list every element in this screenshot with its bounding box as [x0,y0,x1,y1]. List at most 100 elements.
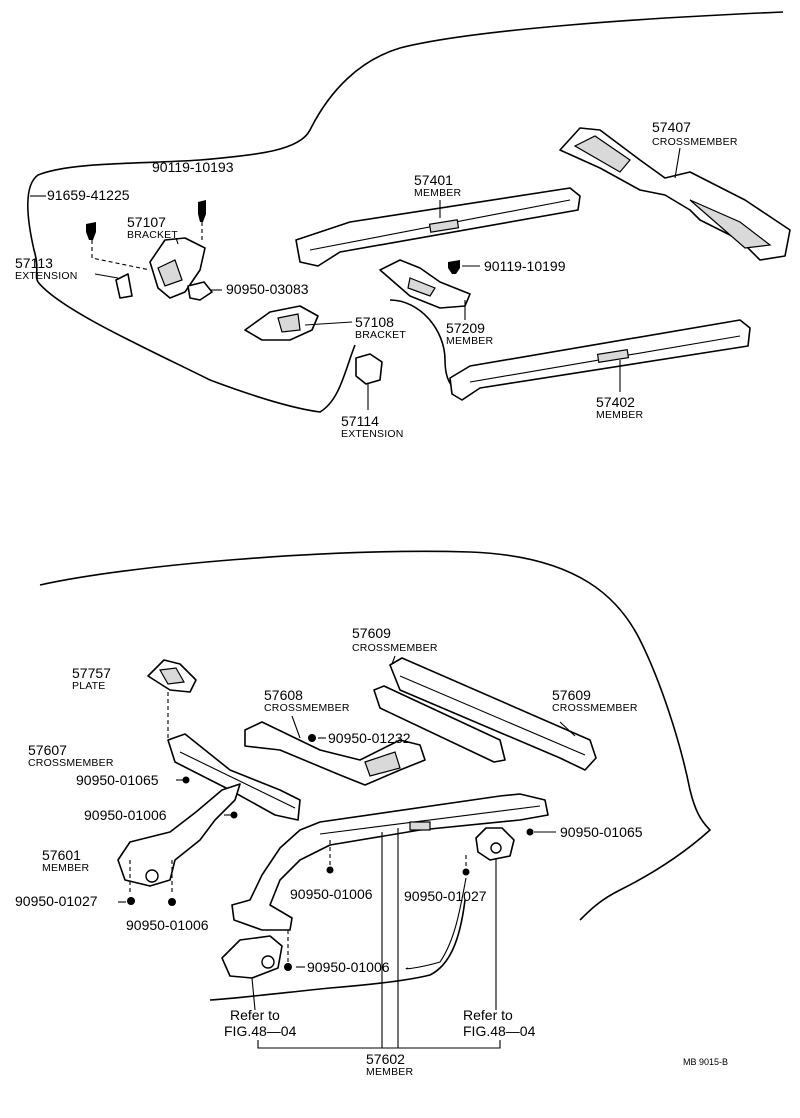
svg-text:90950-01006: 90950-01006 [290,886,373,902]
wheel-arch-bottom [209,899,466,1001]
label-57108: 57108 BRACKET [355,314,406,341]
nut-90950-01027-right-icon [462,868,470,876]
crossmember-57407-drawing [559,127,791,261]
label-90950-01006-left: 90950-01006 [126,917,209,933]
svg-text:57601: 57601 [42,847,81,863]
label-57113: 57113 EXTENSION [15,255,77,282]
nut-90950-01065-right-icon [526,828,534,836]
nut-90950-01006-left-icon [168,898,176,906]
mount-right-drawing [475,827,515,861]
svg-text:90950-01027: 90950-01027 [404,888,487,904]
wheel-arch-top [389,299,453,387]
label-90950-03083: 90950-03083 [226,281,309,297]
svg-text:90950-01006: 90950-01006 [307,959,390,975]
bolt-90119-10199-icon [448,260,460,274]
label-90950-01027-right: 90950-01027 [404,888,487,904]
label-57608: 57608 CROSSMEMBER [264,687,350,714]
crossmember-57608-drawing [244,715,426,786]
reference-left: Refer to FIG.48—04 [224,1007,297,1039]
svg-text:MEMBER: MEMBER [366,1066,414,1078]
label-90950-01065-left: 90950-01065 [76,772,159,788]
svg-text:CROSSMEMBER: CROSSMEMBER [652,136,738,148]
svg-text:91659-41225: 91659-41225 [47,187,130,203]
svg-text:90119-10193: 90119-10193 [152,159,234,175]
member-57402-drawing [449,319,751,401]
label-90950-01006-center: 90950-01006 [290,886,373,902]
svg-text:Refer to: Refer to [463,1007,513,1023]
svg-text:57407: 57407 [652,119,691,135]
svg-text:57608: 57608 [264,687,303,703]
svg-text:Refer to: Refer to [230,1007,280,1023]
label-57601: 57601 MEMBER [42,847,90,874]
svg-text:BRACKET: BRACKET [127,229,178,241]
svg-text:CROSSMEMBER: CROSSMEMBER [264,702,350,714]
nut-90950-01027-left-icon [127,897,135,905]
svg-text:57757: 57757 [72,665,111,681]
member-57601-drawing [117,783,241,887]
footer-code: MB 9015-B [683,1057,728,1067]
svg-text:MEMBER: MEMBER [596,409,644,421]
member-57602-drawing [231,793,549,931]
svg-text:MEMBER: MEMBER [42,862,90,874]
svg-text:EXTENSION: EXTENSION [15,270,77,282]
nut-90950-01006-lower-icon [284,963,292,971]
reference-right: Refer to FIG.48—04 [463,1007,536,1039]
bracket-57107-drawing [149,237,206,299]
member-57401-drawing [295,187,581,267]
car-body-outline-bottom [39,550,712,921]
label-90950-01232: 90950-01232 [328,730,411,746]
label-57607: 57607 CROSSMEMBER [28,742,114,769]
svg-text:57113: 57113 [15,255,53,271]
label-91659-41225: 91659-41225 [47,187,130,203]
label-57602: 57602 MEMBER [366,1051,414,1078]
extension-57114-drawing [355,353,383,410]
label-57757: 57757 PLATE [72,665,111,692]
svg-text:90950-01006: 90950-01006 [126,917,209,933]
bolt-91659-41225-icon [86,222,96,240]
svg-text:90950-01065: 90950-01065 [76,772,159,788]
svg-text:57607: 57607 [28,742,67,758]
svg-text:90950-03083: 90950-03083 [226,281,309,297]
label-57209: 57209 MEMBER [446,320,494,347]
plate-57757-drawing [147,659,197,693]
svg-text:EXTENSION: EXTENSION [341,428,403,440]
svg-text:CROSSMEMBER: CROSSMEMBER [28,757,114,769]
nut-90950-01006-center-icon [326,866,334,874]
label-57609-lower: 57609 CROSSMEMBER [552,687,638,714]
label-57609-upper: 57609 CROSSMEMBER [352,625,438,654]
mount-left-drawing [221,935,283,979]
label-57407: 57407 CROSSMEMBER [652,119,738,148]
label-90950-01027-left: 90950-01027 [15,893,98,909]
svg-text:57602: 57602 [366,1051,405,1067]
svg-text:57402: 57402 [596,394,635,410]
crossmember-57609-lower-drawing [373,685,576,763]
svg-text:BRACKET: BRACKET [355,329,406,341]
svg-text:MEMBER: MEMBER [446,335,494,347]
extension-57113-drawing [115,273,133,299]
svg-text:90950-01232: 90950-01232 [328,730,411,746]
label-90119-10199: 90119-10199 [484,258,566,274]
crossmember-57607-drawing [167,733,301,821]
svg-text:57209: 57209 [446,320,485,336]
label-90119-10193: 90119-10193 [152,159,234,175]
label-57402: 57402 MEMBER [596,394,644,421]
label-57107: 57107 BRACKET [127,214,178,241]
label-90950-01006-lower: 90950-01006 [307,959,390,975]
svg-text:57609: 57609 [352,625,391,641]
svg-text:FIG.48—04: FIG.48—04 [224,1023,297,1039]
svg-text:57107: 57107 [127,214,166,230]
member-57209-drawing [379,259,471,320]
svg-text:57609: 57609 [552,687,591,703]
svg-text:57108: 57108 [355,314,394,330]
svg-text:57114: 57114 [341,413,379,429]
label-90950-01006-upper: 90950-01006 [84,807,167,823]
svg-text:PLATE: PLATE [72,680,105,692]
svg-text:57401: 57401 [414,172,453,188]
bracket-57108-drawing [244,305,353,341]
svg-text:CROSSMEMBER: CROSSMEMBER [552,702,638,714]
svg-text:90950-01027: 90950-01027 [15,893,98,909]
car-body-outline-top [26,11,784,413]
label-57114: 57114 EXTENSION [341,413,403,440]
svg-text:CROSSMEMBER: CROSSMEMBER [352,642,438,654]
